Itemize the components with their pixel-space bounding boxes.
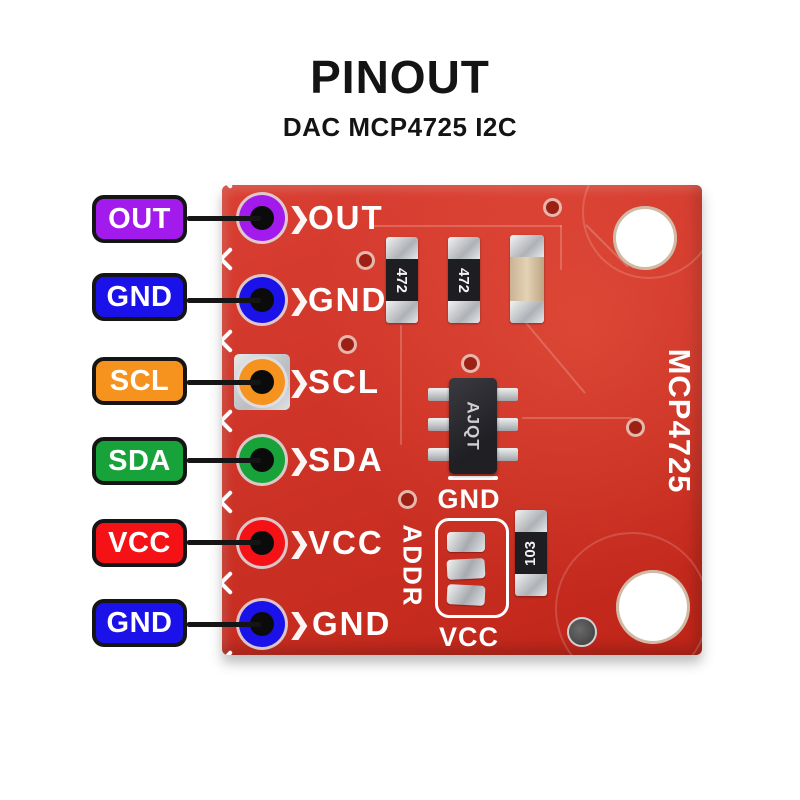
wire-scl [187, 380, 261, 385]
silk-jumper-addr: ADDR [397, 524, 428, 608]
pin-label-out: OUT [92, 195, 187, 243]
resistor-marking: 472 [393, 267, 411, 293]
mounting-hole-top [613, 206, 677, 270]
jumper-pad [447, 532, 485, 552]
silk-x-mark [222, 406, 236, 436]
wire-gnd1 [187, 298, 261, 303]
mounting-hole-bottom [616, 570, 690, 644]
resistor-marking: 472 [455, 267, 473, 293]
silk-x-mark [222, 244, 236, 274]
pin-label-vcc: VCC [92, 519, 187, 567]
page-title: PINOUT [310, 51, 490, 103]
ic-leg [496, 418, 518, 431]
silk-chevron: ❯ [288, 285, 311, 315]
jumper-pad [446, 558, 486, 580]
silk-x-mark [222, 487, 236, 517]
silk-jumper-gnd: GND [437, 484, 501, 514]
trace [522, 417, 632, 419]
ic-silk-line [448, 476, 498, 480]
silk-label-scl: SCL [308, 363, 380, 400]
wire-sda [187, 458, 261, 463]
silk-chevron: ❯ [288, 445, 311, 475]
trace [400, 325, 402, 445]
silk-chevron: ❯ [288, 367, 311, 397]
silk-x-mark [222, 326, 236, 356]
silk-label-vcc: VCC [308, 524, 384, 561]
ic-leg [496, 448, 518, 461]
via [543, 198, 562, 217]
silk-x-mark [222, 185, 236, 192]
pin-label-sda: SDA [92, 437, 187, 485]
resistor-472-1: 472 [386, 237, 418, 323]
silk-x-mark [222, 647, 236, 655]
silk-x-mark [222, 568, 236, 598]
pin-label-gnd2: GND [92, 599, 187, 647]
board-part-number: MCP4725 [662, 348, 697, 494]
ic-leg [428, 448, 450, 461]
silk-chevron: ❯ [288, 203, 311, 233]
silk-chevron: ❯ [288, 528, 311, 558]
silk-label-gnd1: GND [308, 281, 388, 318]
silk-label-sda: SDA [308, 441, 384, 478]
capacitor [510, 235, 544, 323]
pin-label-scl: SCL [92, 357, 187, 405]
via [398, 490, 417, 509]
resistor-marking: 103 [522, 540, 540, 566]
ic-leg [428, 388, 450, 401]
via [338, 335, 357, 354]
trace [560, 225, 562, 270]
addr-jumper-outline [435, 518, 509, 618]
via [626, 418, 645, 437]
resistor-103: 103 [515, 510, 547, 596]
wire-out [187, 216, 261, 221]
pcb-board: ❯ ❯ ❯ ❯ ❯ ❯ OUT GND SCL SDA VCC GND 472 … [222, 185, 702, 655]
trace [372, 225, 562, 227]
silk-chevron: ❯ [288, 609, 311, 639]
copper-pour-edge [555, 532, 702, 655]
silk-jumper-vcc: VCC [438, 622, 499, 652]
ic-marking: AJQT [464, 401, 483, 451]
ic-chip: AJQT [449, 378, 497, 474]
ic-leg [428, 418, 450, 431]
fiducial-via [567, 617, 597, 647]
wire-vcc [187, 540, 261, 545]
jumper-pad [446, 584, 486, 606]
resistor-472-2: 472 [448, 237, 480, 323]
silk-label-out: OUT [308, 199, 384, 236]
ic-leg [496, 388, 518, 401]
via [461, 354, 480, 373]
pin-label-gnd1: GND [92, 273, 187, 321]
wire-gnd2 [187, 622, 261, 627]
via [356, 251, 375, 270]
silk-label-gnd2: GND [312, 605, 392, 642]
page-subtitle: DAC MCP4725 I2C [282, 112, 518, 142]
